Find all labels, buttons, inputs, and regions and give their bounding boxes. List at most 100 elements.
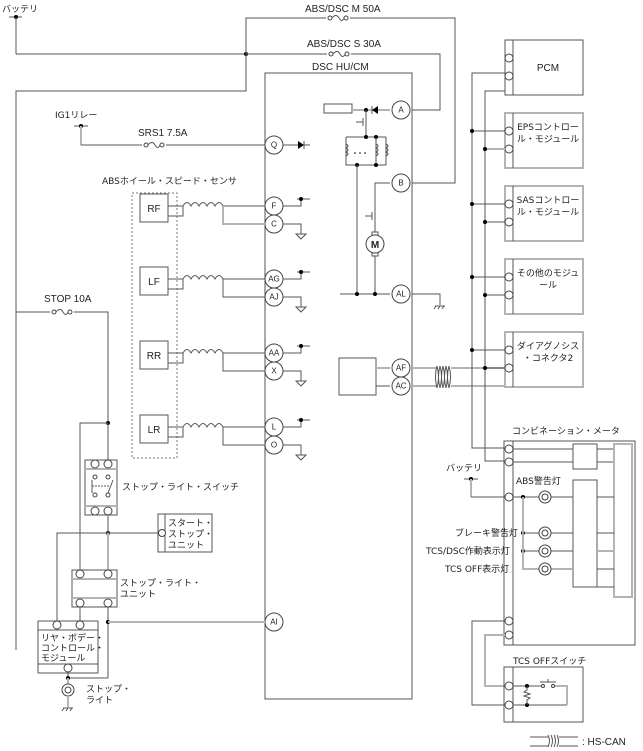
- svg-text:ストップ・: ストップ・: [168, 529, 213, 540]
- resistor-icon: [522, 686, 532, 705]
- left-feed-wire: [15, 54, 247, 650]
- shielded-wire-icon: [182, 202, 224, 208]
- pin-AA: AA: [264, 343, 284, 363]
- svg-text:O: O: [271, 441, 277, 450]
- sensor-label: LR: [148, 425, 161, 436]
- tcs-dsc-indicator-label: TCS/DSC作動表示灯: [425, 545, 510, 557]
- pin-A: A: [391, 100, 411, 120]
- tcs-off-lamp-icon: [538, 562, 552, 576]
- dsc-module-label: DSC HU/CM: [312, 62, 369, 73]
- module-label: ール: [539, 281, 557, 291]
- sensor-label: LF: [148, 277, 160, 288]
- warning-lamp-icons: [538, 490, 552, 576]
- wheel-sensor-rf: RF: [139, 193, 310, 240]
- module-label: EPSコントロー: [517, 123, 579, 133]
- pin-L: L: [264, 417, 284, 437]
- module-label: PCM: [537, 63, 559, 74]
- can-module-dlc2: ダイアグノシス・コネクタ2: [470, 331, 584, 388]
- combination-meter: [503, 440, 636, 646]
- tcs-off-switch-label: TCS OFFスイッチ: [512, 656, 586, 667]
- stop-light-unit: [71, 569, 118, 608]
- stop-lamp-icon: [61, 678, 75, 712]
- fuse-stop-label: STOP 10A: [44, 294, 92, 305]
- ig1-relay-label: IG1リレー: [55, 111, 97, 121]
- sensor-group-outline: [131, 192, 178, 459]
- pin-AL: AL: [391, 284, 411, 304]
- module-label: SASコントロー: [517, 196, 580, 206]
- pin-B: B: [391, 173, 411, 193]
- stop-light-switch-label: ストップ・ライト・スイッチ: [122, 482, 239, 493]
- svg-text:L: L: [272, 423, 277, 432]
- fuse-abs-m-icon: [326, 14, 350, 22]
- motor-transistor-icon: [365, 210, 376, 233]
- ground-icon: [294, 306, 308, 313]
- diode-icon: [371, 106, 378, 114]
- svg-text:AF: AF: [396, 364, 406, 373]
- stop-light-unit-label-2: ユニット: [120, 590, 156, 600]
- ground-wire: [412, 293, 441, 305]
- svg-text:B: B: [398, 179, 403, 188]
- svg-text:コントロール・: コントロール・: [41, 644, 104, 654]
- wheel-sensor-rr: RR: [139, 340, 310, 387]
- stop-light-switch: [84, 459, 118, 516]
- ground-icon: [294, 454, 308, 461]
- svg-text:リヤ・ボデー・: リヤ・ボデー・: [41, 632, 104, 644]
- pin-AF: AF: [391, 358, 411, 378]
- motor-icon: M: [365, 231, 385, 257]
- svg-text:AA: AA: [269, 349, 280, 358]
- svg-text:M: M: [371, 240, 379, 251]
- pin-X: X: [264, 361, 284, 381]
- stop-light-label-1: ストップ・: [86, 684, 131, 695]
- fuse-srs-label: SRS1 7.5A: [138, 128, 188, 139]
- wheel-sensor-lf: LF: [139, 266, 310, 313]
- fuse-stop-icon: [50, 308, 74, 316]
- hs-can-legend: : HS-CAN: [530, 734, 626, 748]
- pin-O: O: [264, 435, 284, 455]
- ground-icon: [294, 380, 308, 387]
- battery-label: バッテリ: [2, 4, 38, 15]
- fuse-abs-s-icon: [327, 50, 351, 58]
- tcs-dsc-lamp-icon: [538, 544, 552, 558]
- svg-text:X: X: [271, 367, 277, 376]
- hs-can-legend-label: : HS-CAN: [582, 737, 626, 748]
- svg-text:モジュール: モジュール: [41, 654, 85, 664]
- module-label: ル・モジュール: [517, 135, 579, 145]
- internal-resistor: [323, 103, 353, 114]
- pin-AC: AC: [391, 376, 411, 396]
- pin-C: C: [264, 214, 284, 234]
- meter-battery-label: バッテリ: [446, 463, 482, 474]
- stop-light-label-2: ライト: [86, 695, 113, 706]
- transistor-icon: [356, 110, 367, 137]
- can-l-bus: [484, 90, 505, 462]
- abs-m-wire: [245, 17, 456, 184]
- pin-AJ: AJ: [264, 287, 284, 307]
- sensor-label: RR: [147, 351, 161, 362]
- svg-text:AI: AI: [270, 618, 278, 627]
- svg-text:ユニット: ユニット: [168, 541, 204, 551]
- module-label: ル・モジュール: [517, 208, 579, 218]
- fuse-abs-s-label: ABS/DSC S 30A: [307, 39, 381, 50]
- q-diode-icon: [298, 141, 305, 149]
- twisted-pair-icon: [435, 365, 451, 389]
- shielded-wire-icon: [182, 275, 224, 281]
- shielded-wire-icon: [182, 423, 224, 429]
- pin-AG: AG: [264, 269, 284, 289]
- svg-text:AG: AG: [268, 275, 280, 284]
- svg-text:AJ: AJ: [269, 293, 278, 302]
- tcs-off-switch[interactable]: [503, 666, 584, 723]
- can-transceiver-box: [338, 357, 377, 396]
- brake-warning-label: ブレーキ警告灯: [455, 527, 518, 539]
- abs-warning-label: ABS警告灯: [516, 475, 561, 487]
- rear-body-control-module: リヤ・ボデー・ コントロール・ モジュール: [37, 620, 104, 674]
- battery-terminal: [9, 15, 22, 54]
- solenoid-coil-icon: [344, 137, 389, 165]
- tcs-off-indicator-label: TCS OFF表示灯: [444, 563, 509, 575]
- module-label: ダイアグノシス: [517, 340, 579, 352]
- fuse-abs-m-label: ABS/DSC M 50A: [305, 4, 381, 15]
- svg-text:A: A: [398, 106, 404, 115]
- module-label: その他のモジュ: [517, 267, 579, 279]
- module-label: ・コネクタ2: [523, 353, 573, 364]
- svg-text:C: C: [271, 220, 277, 229]
